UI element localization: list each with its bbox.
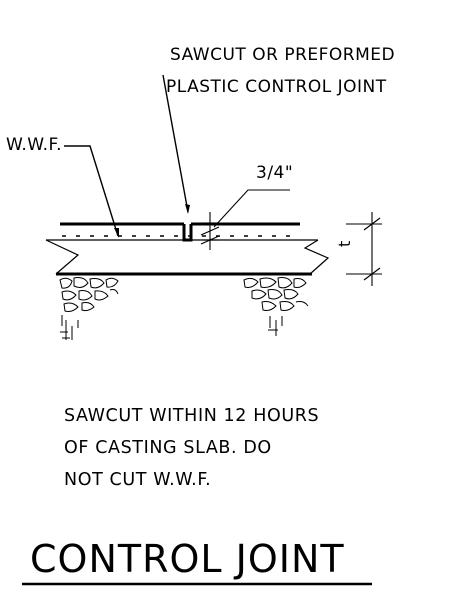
thickness-dim-tick-bottom [363, 267, 381, 281]
note-line-2: OF CASTING SLAB. DO [64, 438, 272, 458]
left-break-line [45, 239, 80, 275]
subgrade-gravel-right [243, 277, 309, 336]
wwf-callout-label: W.W.F. [6, 135, 62, 155]
gap-dim-slash-2 [200, 235, 220, 245]
slab-thickness-label: t [335, 241, 354, 247]
note-line-3: NOT CUT W.W.F. [64, 470, 211, 490]
subgrade-gravel-left [59, 277, 119, 340]
joint-leader-arrowhead [185, 204, 190, 214]
gap-dim-leader [213, 189, 290, 228]
gap-dimension-label: 3/4" [256, 163, 293, 183]
joint-callout-line1: SAWCUT OR PREFORMED [170, 45, 395, 65]
detail-title: CONTROL JOINT [30, 537, 345, 581]
note-line-1: SAWCUT WITHIN 12 HOURS [64, 406, 319, 426]
gap-dim-slash-1 [200, 226, 220, 236]
control-joint-notch [182, 224, 193, 242]
right-break-line [303, 239, 330, 275]
wwf-leader-line [64, 145, 119, 237]
thickness-dim-tick-top [363, 217, 381, 231]
joint-callout-line2: PLASTIC CONTROL JOINT [166, 77, 387, 97]
joint-leader-line [162, 74, 189, 213]
wwf-leader-arrowhead [114, 228, 119, 238]
